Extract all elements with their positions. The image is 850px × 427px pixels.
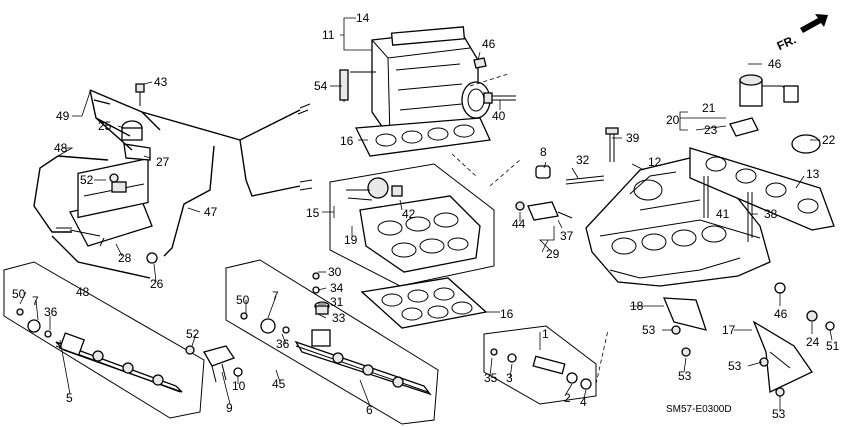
callout-3: 3 [506, 371, 513, 385]
callout-7: 7 [272, 289, 279, 303]
callout-45: 45 [272, 377, 286, 391]
callout-40: 40 [492, 109, 506, 123]
callout-36: 36 [44, 305, 58, 319]
callout-16: 16 [500, 307, 514, 321]
intake-control-assembly-box [329, 163, 495, 287]
callout-29: 29 [546, 247, 560, 261]
callout-numbers: 14 11 46 43 54 40 49 25 16 39 46 21 20 2… [12, 11, 840, 421]
manifold-side-gasket [689, 147, 835, 231]
callout-53: 53 [728, 359, 742, 373]
callout-34: 34 [330, 281, 344, 295]
callout-48: 48 [54, 141, 68, 155]
plenum-gasket-upper [354, 117, 491, 157]
callout-12: 12 [648, 155, 662, 169]
callout-26: 26 [150, 277, 164, 291]
callout-21: 21 [702, 101, 716, 115]
callout-14: 14 [356, 11, 370, 25]
callout-8: 8 [540, 145, 547, 159]
callout-35: 35 [484, 371, 498, 385]
callout-53: 53 [678, 369, 692, 383]
intake-plenum [339, 26, 491, 139]
callout-33: 33 [332, 311, 346, 325]
manifold-studs [535, 127, 753, 238]
callout-43: 43 [154, 75, 168, 89]
callout-24: 24 [806, 335, 820, 349]
callout-18: 18 [630, 299, 644, 313]
callout-7: 7 [32, 294, 39, 308]
callout-38: 38 [764, 207, 778, 221]
callout-23: 23 [704, 123, 718, 137]
callout-41: 41 [716, 207, 730, 221]
callout-leaders [19, 17, 833, 410]
callout-27: 27 [156, 155, 170, 169]
fuel-pressure-regulator [185, 345, 243, 383]
callout-22: 22 [822, 133, 836, 147]
callout-50: 50 [12, 287, 26, 301]
callout-19: 19 [344, 233, 358, 247]
callout-31: 31 [330, 295, 344, 309]
callout-52: 52 [80, 173, 94, 187]
callout-50: 50 [236, 293, 250, 307]
charcoal-canister [56, 157, 153, 247]
plenum-stud-bolt [473, 57, 516, 104]
callout-53: 53 [772, 407, 786, 421]
egr-valve-assembly [729, 74, 821, 154]
callout-46: 46 [774, 307, 788, 321]
callout-53: 53 [642, 323, 656, 337]
manifold-stay-brackets [662, 282, 835, 397]
callout-30: 30 [328, 265, 342, 279]
callout-17: 17 [722, 323, 736, 337]
callout-11: 11 [322, 28, 335, 42]
callout-25: 25 [98, 119, 112, 133]
fuel-rail-right [225, 259, 439, 425]
fuel-injector-box [483, 325, 597, 405]
callout-16: 16 [340, 134, 354, 148]
callout-9: 9 [226, 401, 233, 415]
callout-6: 6 [366, 403, 373, 417]
dashed-leaders [451, 73, 609, 385]
purge-control-valve [109, 83, 151, 183]
callout-36: 36 [276, 337, 290, 351]
intake-manifold-gasket-lower [360, 277, 488, 329]
callout-28: 28 [118, 251, 132, 265]
callout-15: 15 [306, 206, 320, 220]
callout-54: 54 [314, 79, 328, 93]
air-temp-sensor [515, 201, 573, 221]
fuel-rail-left [3, 261, 205, 419]
callout-1: 1 [542, 327, 549, 341]
callout-2: 2 [564, 391, 571, 405]
callout-51: 51 [826, 339, 840, 353]
callout-46: 46 [768, 57, 782, 71]
callout-20: 20 [666, 113, 680, 127]
callout-49: 49 [56, 109, 70, 123]
callout-37: 37 [560, 229, 574, 243]
callout-32: 32 [576, 153, 590, 167]
vacuum-hoses [33, 89, 313, 279]
callout-42: 42 [402, 207, 416, 221]
callout-46: 46 [482, 37, 496, 51]
callout-47: 47 [204, 205, 218, 219]
callout-13: 13 [806, 167, 820, 181]
callout-5: 5 [66, 391, 73, 405]
callout-48: 48 [76, 285, 90, 299]
front-direction-arrow: FR. [775, 14, 828, 53]
callout-52: 52 [186, 327, 200, 341]
callout-10: 10 [232, 379, 246, 393]
direction-label: FR. [775, 32, 798, 53]
diagram-code: SM57-E0300D [666, 404, 732, 415]
callout-4: 4 [580, 395, 587, 409]
callout-39: 39 [626, 131, 640, 145]
callout-44: 44 [512, 217, 526, 231]
